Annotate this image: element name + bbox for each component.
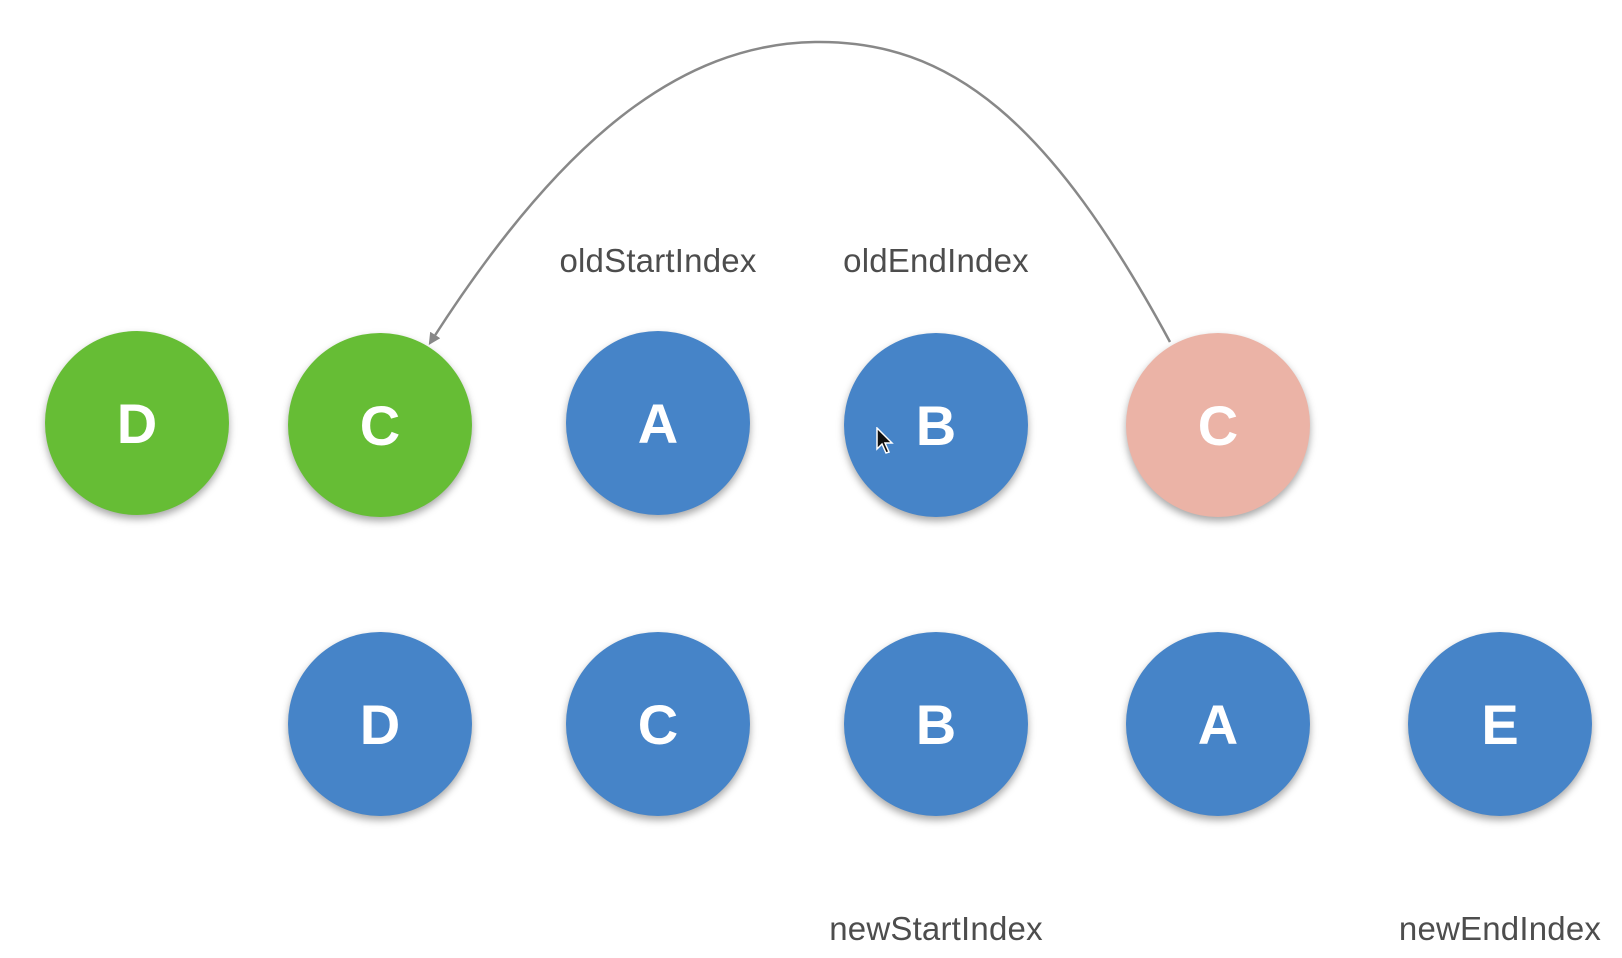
bottom-node-2-letter: C bbox=[637, 692, 679, 756]
bottom-node-1: D bbox=[288, 632, 472, 816]
bottom-node-5: E bbox=[1408, 632, 1592, 816]
top-node-3: A bbox=[566, 331, 750, 515]
top-node-1-letter: D bbox=[116, 391, 158, 455]
bottom-node-5-letter: E bbox=[1481, 692, 1519, 756]
top-node-2-letter: C bbox=[359, 393, 401, 457]
bottom-node-4-letter: A bbox=[1197, 692, 1239, 756]
bottom-node-3: B bbox=[844, 632, 1028, 816]
top-node-5-letter: C bbox=[1197, 393, 1239, 457]
old-end-index-label: oldEndIndex bbox=[843, 242, 1029, 279]
arrow-curve bbox=[428, 40, 1172, 346]
new-end-index-label: newEndIndex bbox=[1398, 910, 1602, 947]
bottom-node-4: A bbox=[1126, 632, 1310, 816]
top-node-4-letter: B bbox=[915, 393, 957, 457]
bottom-node-1-letter: D bbox=[359, 692, 401, 756]
bottom-node-3-letter: B bbox=[915, 692, 957, 756]
new-start-index-label: newStartIndex bbox=[829, 910, 1043, 947]
top-node-3-letter: A bbox=[637, 391, 679, 455]
top-node-1: D bbox=[45, 331, 229, 515]
top-node-4: B bbox=[844, 333, 1028, 517]
top-node-2: C bbox=[288, 333, 472, 517]
old-start-index-label: oldStartIndex bbox=[559, 242, 757, 279]
mouse-cursor-icon bbox=[876, 427, 894, 454]
top-node-5: C bbox=[1126, 333, 1310, 517]
bottom-node-2: C bbox=[566, 632, 750, 816]
